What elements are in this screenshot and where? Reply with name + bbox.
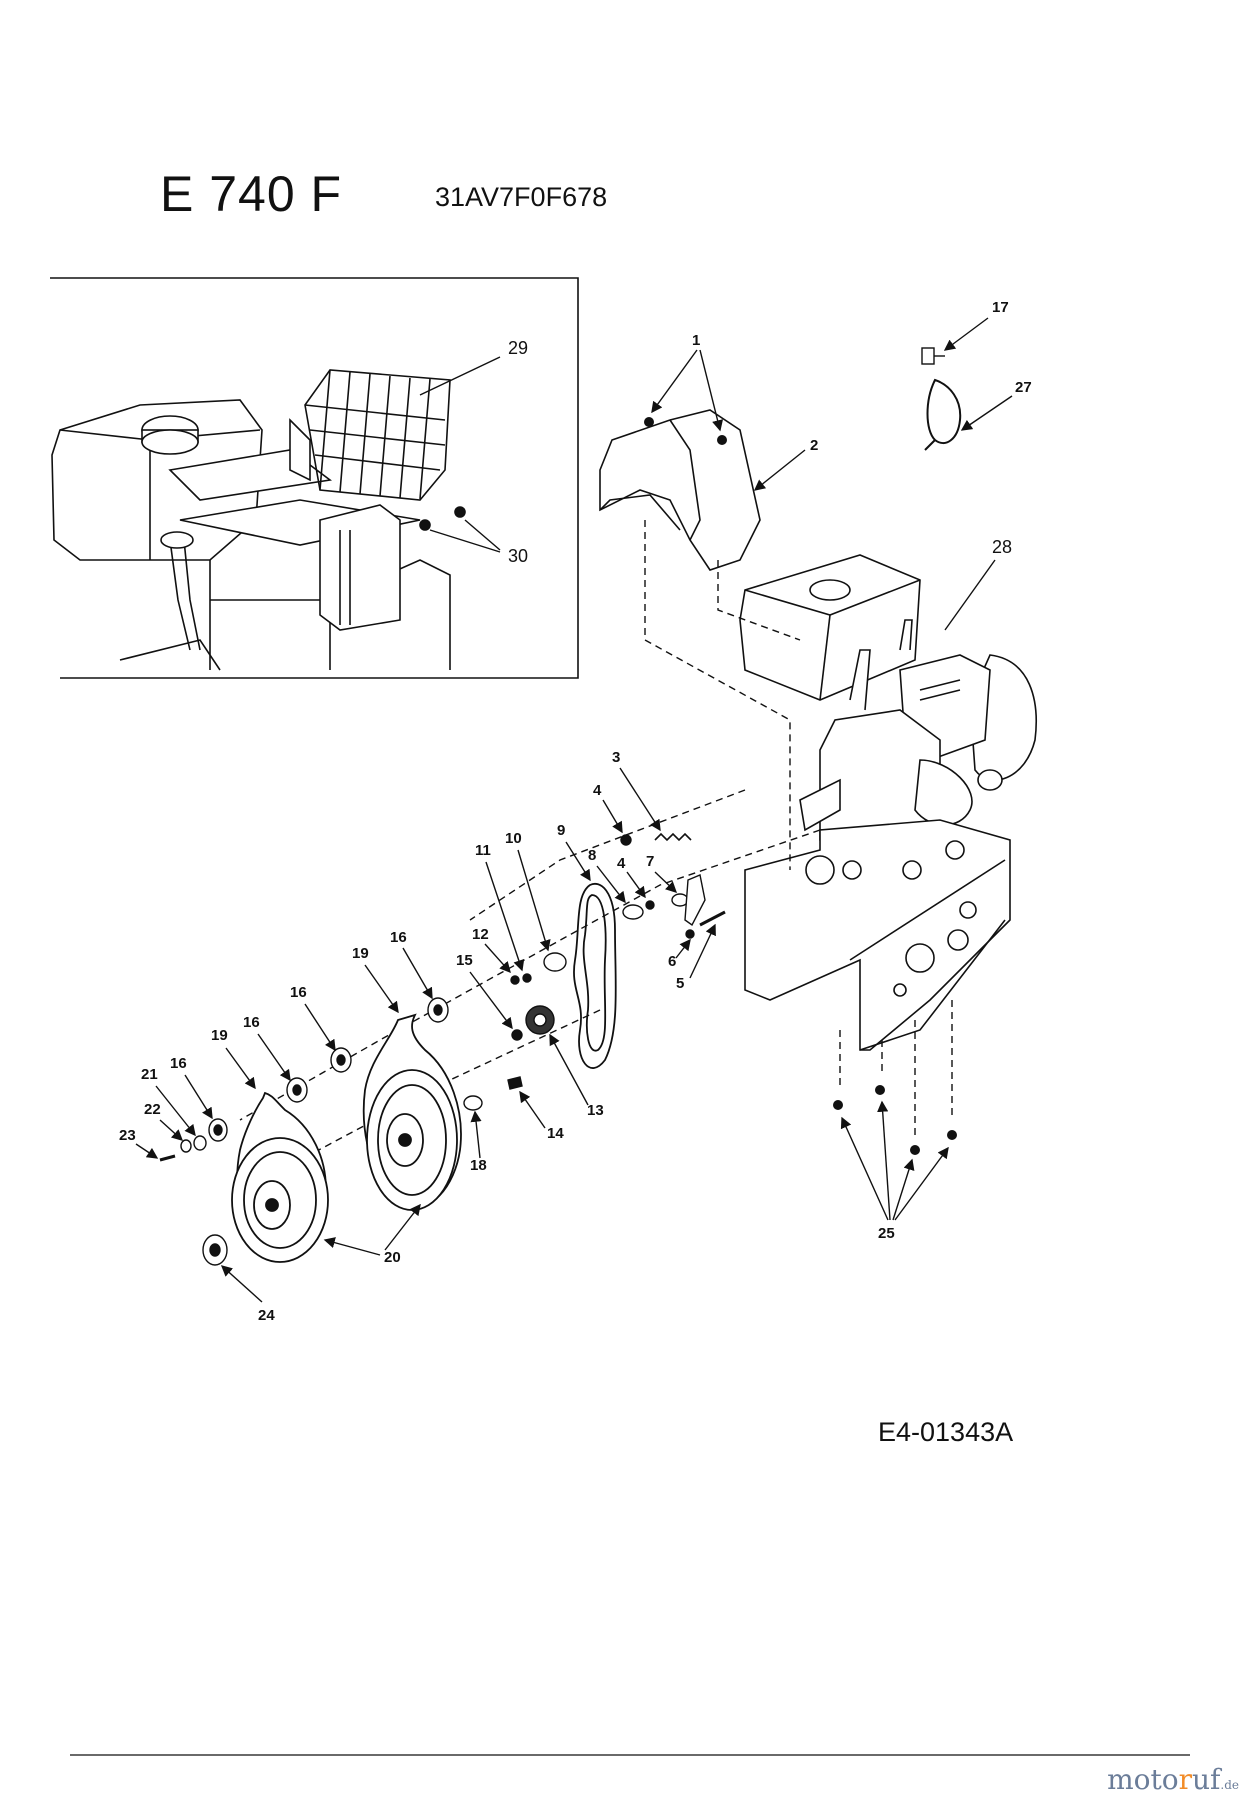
callout-17: 17 <box>992 299 1009 316</box>
callout-28: 28 <box>992 537 1012 557</box>
callout-22: 22 <box>144 1101 161 1118</box>
callout-23: 23 <box>119 1127 136 1144</box>
callout-21: 21 <box>141 1066 158 1083</box>
pin-17 <box>921 347 945 365</box>
pulley-right <box>362 1013 462 1211</box>
callout-12: 12 <box>472 926 489 943</box>
callout-3: 3 <box>612 749 620 766</box>
inset-engine-detail <box>50 277 579 679</box>
frame-plate <box>744 819 1011 1051</box>
callout-1: 1 <box>692 332 700 349</box>
model-title: E 740 F <box>160 166 343 222</box>
callout-4b: 4 <box>617 855 626 872</box>
callout-18: 18 <box>470 1157 487 1174</box>
lanyard-27 <box>924 378 962 451</box>
callout-20: 20 <box>384 1249 401 1266</box>
frame-screws <box>833 1085 957 1155</box>
bolt-14-washer-18 <box>463 1076 523 1111</box>
belt-cover <box>599 409 761 571</box>
washers-left <box>159 1077 308 1266</box>
callout-16c: 16 <box>243 1014 260 1031</box>
callout-16b: 16 <box>290 984 307 1001</box>
serial-number: 31AV7F0F678 <box>435 182 608 212</box>
callout-8: 8 <box>588 847 596 864</box>
watermark-logo: motoruf.de <box>1107 1763 1239 1796</box>
callout-4a: 4 <box>593 782 602 799</box>
callout-16a: 16 <box>390 929 407 946</box>
idler-assembly <box>510 952 567 1041</box>
callout-19b: 19 <box>211 1027 228 1044</box>
callout-13: 13 <box>587 1102 604 1119</box>
callout-9: 9 <box>557 822 565 839</box>
callout-15: 15 <box>456 952 473 969</box>
callout-30: 30 <box>508 546 528 566</box>
alignment-lines <box>239 520 953 1161</box>
callout-27: 27 <box>1015 379 1032 396</box>
callout-16d: 16 <box>170 1055 187 1072</box>
callout-24: 24 <box>258 1307 275 1324</box>
washers-right <box>330 997 449 1073</box>
hardware-cluster <box>620 834 726 939</box>
callout-25: 25 <box>878 1225 895 1242</box>
callout-29: 29 <box>508 338 528 358</box>
drawing-number: E4-01343A <box>878 1417 1014 1447</box>
cover-screws <box>644 417 727 445</box>
callout-6: 6 <box>668 953 676 970</box>
spring-3 <box>654 832 692 842</box>
engine <box>739 554 1037 861</box>
callout-11: 11 <box>475 842 491 859</box>
callout-14: 14 <box>547 1125 564 1142</box>
callout-7: 7 <box>646 853 654 870</box>
callout-19a: 19 <box>352 945 369 962</box>
pulley-left <box>231 1091 329 1263</box>
belt-9 <box>573 883 617 1069</box>
callout-5: 5 <box>676 975 684 992</box>
callout-10: 10 <box>505 830 522 847</box>
callout-2: 2 <box>810 437 818 454</box>
